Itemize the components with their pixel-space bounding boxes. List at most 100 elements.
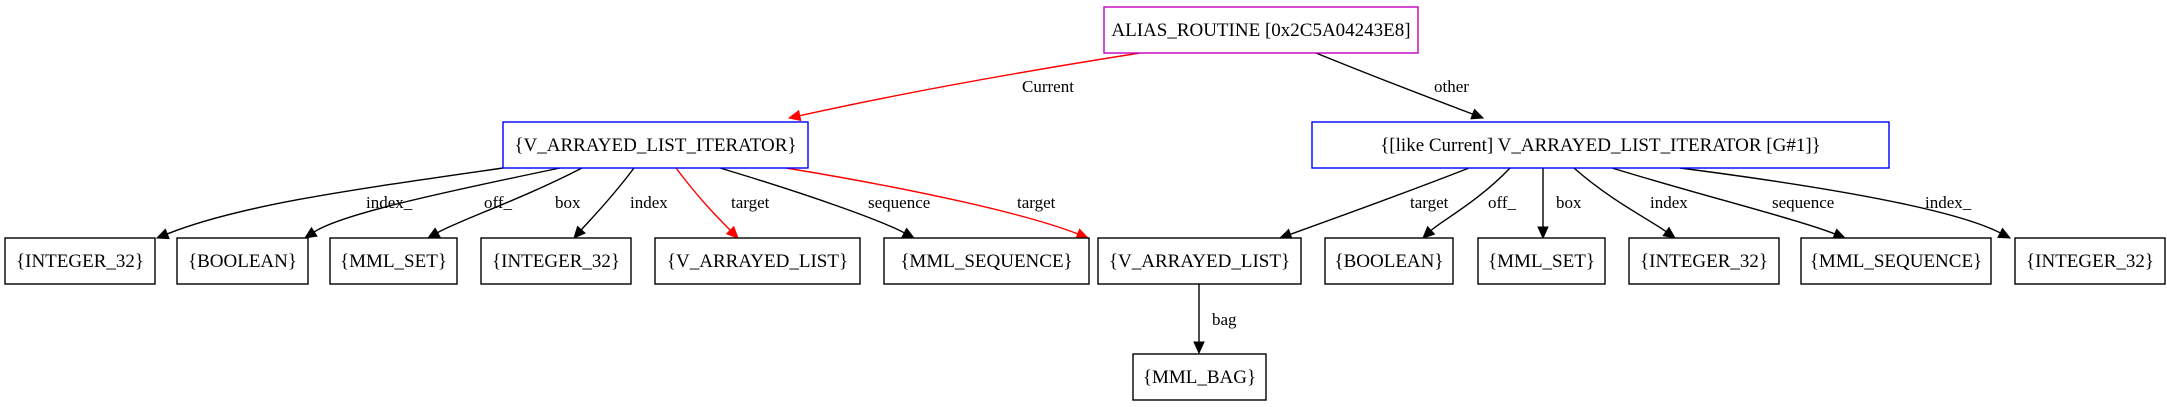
edge-arrowhead [787, 109, 802, 122]
edge-line [1315, 52, 1473, 115]
node-label: {INTEGER_32} [16, 251, 144, 272]
edge-arrowhead [1997, 227, 2012, 239]
node-n_mmlbag[interactable]: {MML_BAG} [1132, 353, 1267, 401]
edge-arrowhead [1193, 341, 1205, 355]
node-n_int32_a[interactable]: {INTEGER_32} [4, 237, 156, 285]
edge-line [437, 167, 583, 234]
node-box [1628, 237, 1780, 285]
edge-line [1679, 167, 2001, 234]
node-label: {MML_SET} [1488, 251, 1595, 272]
edge-label: index [1650, 193, 1688, 212]
edge-arrowhead [1470, 108, 1485, 120]
edge-label: target [1410, 193, 1449, 212]
edge-label: sequence [1772, 193, 1834, 212]
edge-arrowhead [155, 228, 170, 240]
node-label: {BOOLEAN} [1334, 251, 1443, 272]
edge-iter2-to-n_int32_c: index [1573, 167, 1688, 239]
node-label: {INTEGER_32} [2026, 251, 2154, 272]
node-n_mmlseq_b[interactable]: {MML_SEQUENCE} [1800, 237, 1992, 285]
edge-arrowhead [1422, 225, 1436, 239]
edge-arrowhead [426, 227, 441, 239]
edge-arrowhead [303, 226, 318, 239]
edge-root-to-iter2: other [1315, 52, 1485, 120]
edge-arrowhead [901, 227, 916, 239]
node-label: {V_ARRAYED_LIST} [1109, 251, 1290, 272]
edge-line [1573, 167, 1667, 233]
node-label: {MML_SET} [340, 251, 447, 272]
node-box [2014, 237, 2166, 285]
edge-label: bag [1212, 310, 1237, 329]
node-box [1103, 6, 1419, 54]
node-box [1132, 353, 1267, 401]
edge-label: index [630, 193, 668, 212]
edge-arrowhead [573, 225, 586, 239]
node-box [176, 237, 309, 285]
edge-line [1611, 167, 1836, 235]
node-label: {[like Current] V_ARRAYED_LIST_ITERATOR … [1380, 135, 1821, 156]
node-n_mmlset_b[interactable]: {MML_SET} [1477, 237, 1606, 285]
edge-arrowhead [1075, 228, 1090, 240]
node-n_mmlset_a[interactable]: {MML_SET} [329, 237, 458, 285]
node-root[interactable]: ALIAS_ROUTINE [0x2C5A04243E8] [1103, 6, 1419, 54]
edge-iter1-to-n_bool_a: off_ [303, 167, 561, 239]
edge-line [580, 167, 635, 231]
node-box [1311, 121, 1890, 169]
edge-line [313, 167, 561, 233]
edge-line [675, 167, 731, 231]
edge-label: box [555, 193, 581, 212]
edge-label: Current [1022, 77, 1074, 96]
edge-n_varr_list_shared-to-n_mmlbag: bag [1193, 283, 1237, 355]
edge-iter2-to-n_mmlseq_b: sequence [1611, 167, 1847, 240]
edge-iter2-to-n_int32_d: index_ [1679, 167, 2012, 239]
node-box [1800, 237, 1992, 285]
edge-arrowhead [1662, 226, 1676, 239]
node-n_int32_b[interactable]: {INTEGER_32} [480, 237, 632, 285]
node-n_int32_c[interactable]: {INTEGER_32} [1628, 237, 1780, 285]
node-box [1324, 237, 1454, 285]
node-n_bool_a[interactable]: {BOOLEAN} [176, 237, 309, 285]
node-label: {INTEGER_32} [1640, 251, 1768, 272]
node-box [480, 237, 632, 285]
edge-iter1-to-n_mmlset_a: box [426, 167, 583, 239]
edge-iter1-to-n_int32_a: index_ [155, 167, 504, 240]
edge-line [785, 167, 1079, 235]
node-iter2[interactable]: {[like Current] V_ARRAYED_LIST_ITERATOR … [1311, 121, 1890, 169]
edge-label: index_ [366, 193, 413, 212]
node-n_varr_list_shared[interactable]: {V_ARRAYED_LIST} [1097, 237, 1302, 285]
node-label: ALIAS_ROUTINE [0x2C5A04243E8] [1111, 20, 1410, 41]
edge-iter2-to-n_varr_list_shared: target [1278, 167, 1470, 240]
node-iter1[interactable]: {V_ARRAYED_LIST_ITERATOR} [502, 121, 809, 169]
edge-iter1-to-n_int32_b: index [573, 167, 668, 239]
node-label: {MML_SEQUENCE} [1810, 251, 1982, 272]
edge-line [1430, 167, 1511, 231]
node-n_varr_list_a[interactable]: {V_ARRAYED_LIST} [654, 237, 861, 285]
edge-label: target [1017, 193, 1056, 212]
edge-iter2-to-n_bool_b: off_ [1422, 167, 1517, 239]
edge-iter2-to-n_mmlset_b: box [1537, 167, 1582, 240]
edge-arrowhead [1537, 226, 1549, 240]
edge-iter1-to-n_mmlseq_a: sequence [719, 167, 930, 239]
edge-line [1290, 167, 1470, 235]
edge-root-to-iter1: Current [787, 52, 1141, 122]
node-n_int32_d[interactable]: {INTEGER_32} [2014, 237, 2166, 285]
node-label: {BOOLEAN} [188, 251, 297, 272]
node-n_bool_b[interactable]: {BOOLEAN} [1324, 237, 1454, 285]
node-box [502, 121, 809, 169]
edge-label: other [1434, 77, 1469, 96]
node-box [883, 237, 1090, 285]
node-box [654, 237, 861, 285]
node-box [4, 237, 156, 285]
edge-iter1-to-n_varr_list_a: target [675, 167, 770, 239]
edge-label: off_ [484, 193, 513, 212]
node-box [1097, 237, 1302, 285]
node-n_mmlseq_a[interactable]: {MML_SEQUENCE} [883, 237, 1090, 285]
node-box [1477, 237, 1606, 285]
nodes-layer: ALIAS_ROUTINE [0x2C5A04243E8] {V_ARRAYED_… [4, 6, 2166, 401]
edge-line [719, 167, 905, 234]
edge-line [166, 167, 504, 235]
node-label: {MML_BAG} [1143, 367, 1256, 388]
edge-label: off_ [1488, 193, 1517, 212]
node-box [329, 237, 458, 285]
